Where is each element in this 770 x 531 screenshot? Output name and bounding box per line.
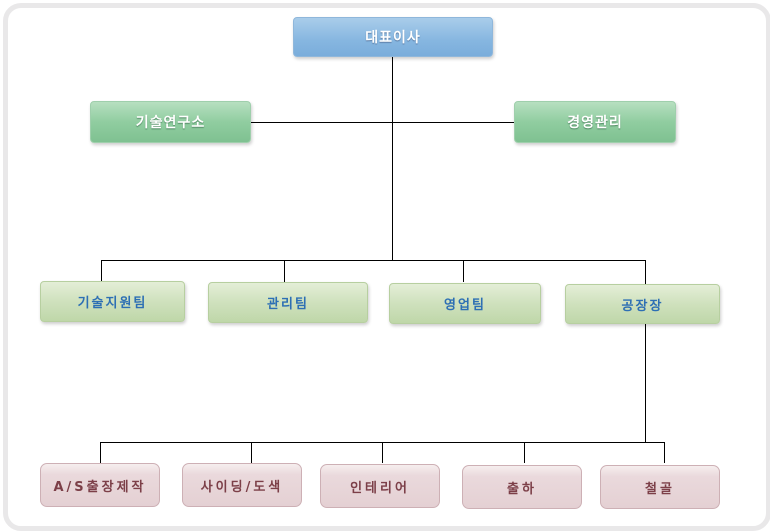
org-node-tech-support-team[interactable]: 기술지원팀 — [40, 281, 185, 322]
connector-factory-down — [645, 322, 646, 443]
connector-team-1 — [101, 260, 102, 281]
org-node-research-lab[interactable]: 기술연구소 — [90, 101, 251, 143]
connector-unit-2 — [251, 442, 252, 463]
org-node-admin-team[interactable]: 관리팀 — [208, 282, 368, 323]
org-node-management[interactable]: 경영관리 — [514, 101, 676, 143]
chart-frame — [3, 3, 770, 531]
connector-team-3 — [463, 260, 464, 282]
org-node-shipping[interactable]: 출하 — [462, 465, 582, 509]
org-node-steel-frame[interactable]: 철골 — [600, 465, 720, 509]
connector-divisions — [250, 122, 514, 123]
org-node-interior[interactable]: 인테리어 — [320, 464, 440, 508]
connector-teams-bus — [101, 260, 646, 261]
connector-unit-5 — [664, 442, 665, 463]
connector-unit-4 — [524, 442, 525, 463]
connector-unit-1 — [100, 442, 101, 463]
connector-team-4 — [645, 260, 646, 284]
connector-ceo-down — [392, 56, 393, 261]
org-node-ceo[interactable]: 대표이사 — [293, 17, 493, 57]
org-node-sales-team[interactable]: 영업팀 — [389, 283, 541, 324]
org-node-siding-painting[interactable]: 사이딩/도색 — [182, 463, 302, 507]
connector-team-2 — [284, 260, 285, 282]
org-node-factory-manager[interactable]: 공장장 — [565, 284, 720, 324]
org-node-as-field-production[interactable]: A/S출장제작 — [40, 463, 160, 507]
connector-unit-3 — [382, 442, 383, 463]
